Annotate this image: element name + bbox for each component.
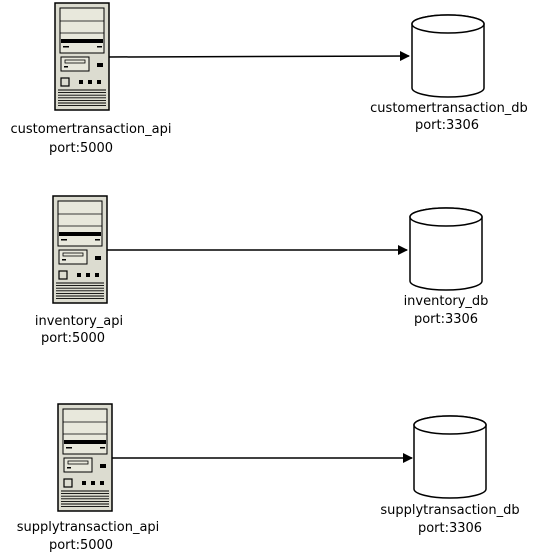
row-inventory: inventory_api port:5000 inventory_db por… (35, 195, 489, 346)
db-name-label: inventory_db (404, 294, 489, 309)
db-port-label: port:3306 (414, 312, 478, 327)
row-supplytransaction: supplytransaction_api port:5000 supplytr… (17, 403, 520, 553)
connection-arrow (108, 51, 410, 62)
api-port-label: port:5000 (41, 331, 105, 346)
server-tower-icon[interactable] (54, 2, 110, 111)
db-port-label: port:3306 (418, 521, 482, 536)
server-tower-icon[interactable] (57, 403, 113, 512)
db-name-label: supplytransaction_db (380, 503, 519, 518)
api-name-label: customertransaction_api (11, 122, 172, 137)
server-tower-icon[interactable] (52, 195, 108, 304)
database-cylinder-icon[interactable] (411, 14, 485, 98)
db-name-label: customertransaction_db (370, 101, 528, 116)
database-cylinder-icon[interactable] (409, 207, 483, 291)
api-name-label: supplytransaction_api (17, 520, 160, 535)
api-port-label: port:5000 (49, 141, 113, 156)
db-port-label: port:3306 (415, 118, 479, 133)
database-cylinder-icon[interactable] (413, 415, 487, 499)
api-name-label: inventory_api (35, 314, 123, 329)
row-customertransaction: customertransaction_api port:5000 custom… (11, 2, 528, 156)
api-port-label: port:5000 (49, 538, 113, 553)
